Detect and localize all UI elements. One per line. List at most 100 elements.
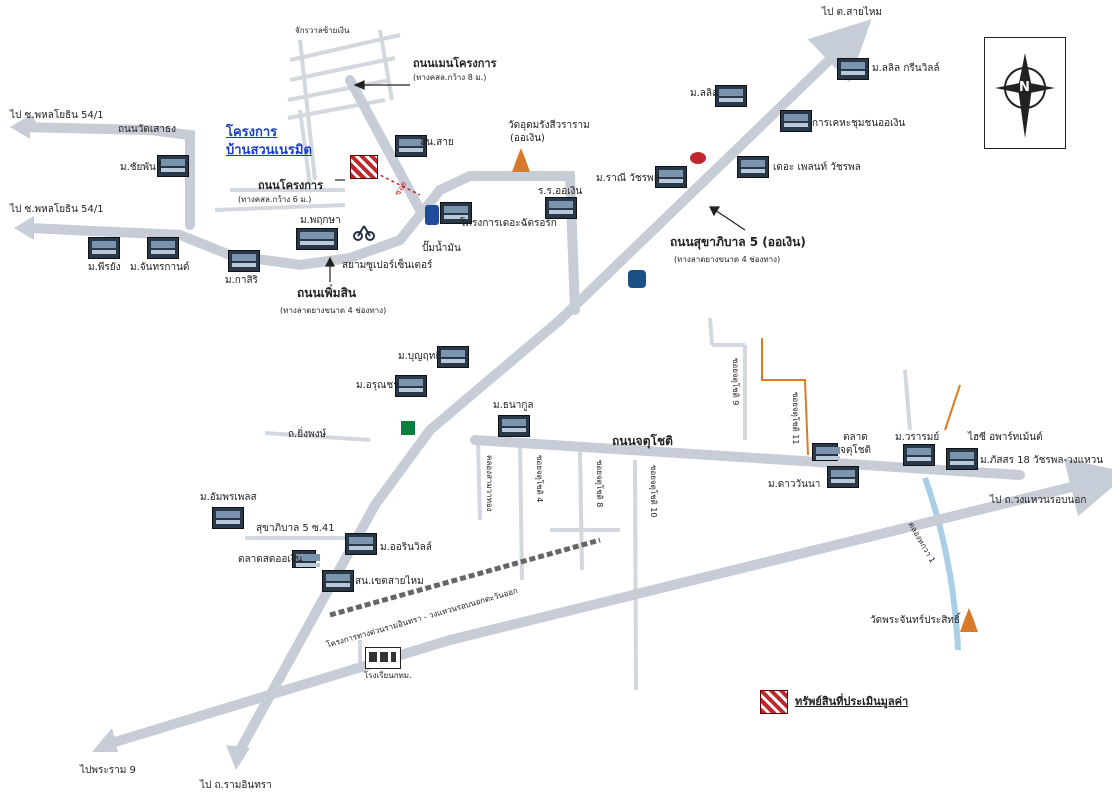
building-icon	[827, 466, 859, 488]
label-wat-phra: วัดอุดมรังสีวราราม	[508, 120, 590, 131]
label-soi-jatuchot-11: ซอยจตุโชติ 11	[791, 392, 800, 445]
label-m-phiriya: ม.พีรยัง	[88, 262, 121, 273]
building-icon	[228, 250, 260, 272]
expressway-project	[329, 537, 601, 618]
label-wat-prachong: วัดพระจันทร์ประสิทธิ์	[870, 615, 960, 626]
label-road-wat-sai: ถนนวัดเสาธง	[118, 124, 176, 135]
label-haichi-apartment: ไฮซี อพาร์ทเม้นต์	[968, 432, 1043, 443]
label-to-phraram-9: ไปพระราม 9	[80, 765, 136, 776]
label-soi-jatuchot-10: ซอยจตุโชติ 10	[649, 465, 658, 518]
canal	[922, 476, 961, 651]
label-rd-yingwong: ถ.ยิ่งพงษ์	[288, 429, 327, 440]
label-m-phrukpha: ม.พฤกษา	[300, 215, 341, 226]
label-road-sukhaphiban-5: ถนนสุขาภิบาล 5 (ออเงิน)	[670, 235, 806, 249]
label-school-bottom: โรงเรียนกทม.	[364, 671, 412, 680]
main-roads	[15, 19, 1112, 755]
label-main-project-road-width: (ทางคสล.กว้าง 8 ม.)	[413, 73, 487, 82]
label-police: สน.สาย	[420, 137, 454, 148]
label-m-orinville: ม.ออรินวิลล์	[380, 542, 432, 553]
legend-subject-swatch	[760, 690, 788, 714]
blue-circle-marker-icon	[628, 270, 646, 288]
label-pol-saimai: สน.เขตสายไหม	[355, 576, 424, 587]
label-m-lalin: ม.ลลิล	[690, 88, 719, 99]
label-project-road: ถนนโครงการ	[258, 179, 323, 192]
market-icon	[812, 443, 840, 461]
legend-text: ทรัพย์สินที่ประเมินมูลค่า	[795, 695, 909, 708]
label-m-chaiphan: ม.ชัยพันธ์	[120, 162, 162, 173]
label-m-lalin-greenville: ม.ลลิล กรีนวิลล์	[872, 63, 940, 74]
label-wat-phra-sub: (ออเงิน)	[510, 133, 545, 144]
label-soi-jatuchot-8: ซอยจตุโชติ 8	[595, 460, 604, 508]
building-icon	[345, 533, 377, 555]
label-school: ร.ร.ออเงิน	[538, 186, 583, 197]
label-m-arunwan: ม.อรุณชร	[356, 380, 399, 391]
label-soi-kaew-rat: คลองสามวาทอง	[485, 455, 494, 512]
label-m-phattra: ม.ภัสสร 18 วัชรพล-วงแหวน	[980, 455, 1104, 466]
label-pump: ปั๊มน้ำมัน	[422, 243, 461, 254]
building-icon	[837, 58, 869, 80]
building-icon	[395, 375, 427, 397]
toyota-logo-icon	[690, 152, 706, 164]
label-karn-kheha: การเคหะชุมชนออเงิน	[812, 118, 906, 129]
building-icon	[440, 202, 472, 224]
label-m-ratchaphruek: ม.ราณี วัชรพล	[596, 173, 660, 184]
market-icon	[292, 550, 320, 568]
label-talat-jatuchot-1: ตลาด	[843, 432, 868, 443]
building-icon	[437, 346, 469, 368]
building-icon	[147, 237, 179, 259]
label-siam-supercenter: สยามซูเปอร์เซ็นเตอร์	[342, 260, 433, 271]
label-the-palm: เดอะ เพลนท์ วัชรพล	[773, 162, 861, 173]
label-m-bunrit: ม.บุญฤทธิ์	[398, 351, 442, 362]
label-project-name-2: บ้านสวนเนรมิต	[226, 143, 312, 158]
building-icon	[737, 156, 769, 178]
building-icon	[498, 415, 530, 437]
school-icon	[365, 647, 401, 669]
label-soi-jatuchot-4: ซอยจตุโชติ 4	[535, 455, 544, 503]
building-icon	[655, 166, 687, 188]
label-to-phahon-top: ไป ซ.พหลโยธิน 54/1	[10, 110, 104, 121]
label-soi-jatuchot-9: ซอยจตุโชติ 9	[731, 358, 740, 406]
subject-property-icon[interactable]	[350, 155, 378, 179]
label-sukhaphiban-5-soi-41: สุขาภิบาล 5 ซ.41	[256, 523, 335, 534]
label-m-thanakul: ม.ธนากูล	[493, 400, 534, 411]
minor-streets	[214, 29, 912, 691]
cyclist-icon	[353, 220, 375, 241]
compass-rose-icon: N	[984, 37, 1066, 149]
label-m-anphrachas: ม.อัมพรเพลส	[200, 492, 257, 503]
gas-pump-icon	[425, 205, 439, 225]
label-m-wararat: ม.วรารมย์	[895, 432, 940, 443]
label-to-ram-inthra: ไป ถ.รามอินทรา	[200, 780, 272, 791]
label-project-road-width: (ทางคสล.กว้าง 6 ม.)	[238, 195, 312, 204]
label-talat-jatuchot-2: จตุโชติ	[840, 445, 872, 456]
label-to-sai-mai: ไป ต.สายไหม	[822, 7, 883, 18]
label-chakrawang: จักรวาลซ้ายเงิน	[295, 26, 350, 35]
arrowheads	[10, 30, 1112, 770]
label-to-ring-road: ไป ถ.วงแหวนรอบนอก	[990, 495, 1087, 506]
building-icon	[715, 85, 747, 107]
label-to-phahon-mid: ไป ซ.พหลโยธิน 54/1	[10, 204, 104, 215]
building-icon	[946, 448, 978, 470]
label-main-project-road: ถนนเมนโครงการ	[413, 57, 497, 70]
building-icon	[780, 110, 812, 132]
label-talat-ortongern: ตลาดสดออเงิน	[238, 554, 303, 565]
building-icon	[903, 444, 935, 466]
school-icon	[545, 197, 577, 219]
buddha-temple-icon	[958, 608, 980, 638]
label-road-jatuchot: ถนนจตุโชติ	[612, 434, 673, 448]
police-station-icon	[395, 135, 427, 157]
buddha-temple-icon	[510, 148, 532, 178]
building-icon	[296, 228, 338, 250]
label-road-phermsin: ถนนเพิ่มสิน	[297, 286, 357, 300]
pointer-arrows	[325, 80, 746, 282]
label-m-kasiri: ม.กาสิริ	[225, 275, 258, 286]
label-m-chanthranat: ม.จันทรกานต์	[130, 262, 190, 273]
label-road-phermsin-width: (ทางลาดยางขนาด 4 ช่องทาง)	[280, 306, 387, 315]
compass-letter: N	[1019, 80, 1030, 95]
label-project-garden: โครงการเดอะฉัตรอร์ก	[460, 218, 557, 229]
seven-eleven-icon	[400, 420, 416, 436]
building-icon	[88, 237, 120, 259]
label-road-sukhaphiban-5-width: (ทางลาดยางขนาด 4 ช่องทาง)	[674, 255, 781, 264]
orange-roads	[761, 338, 961, 456]
label-m-daowanna: ม.ดาววันนา	[768, 479, 821, 490]
